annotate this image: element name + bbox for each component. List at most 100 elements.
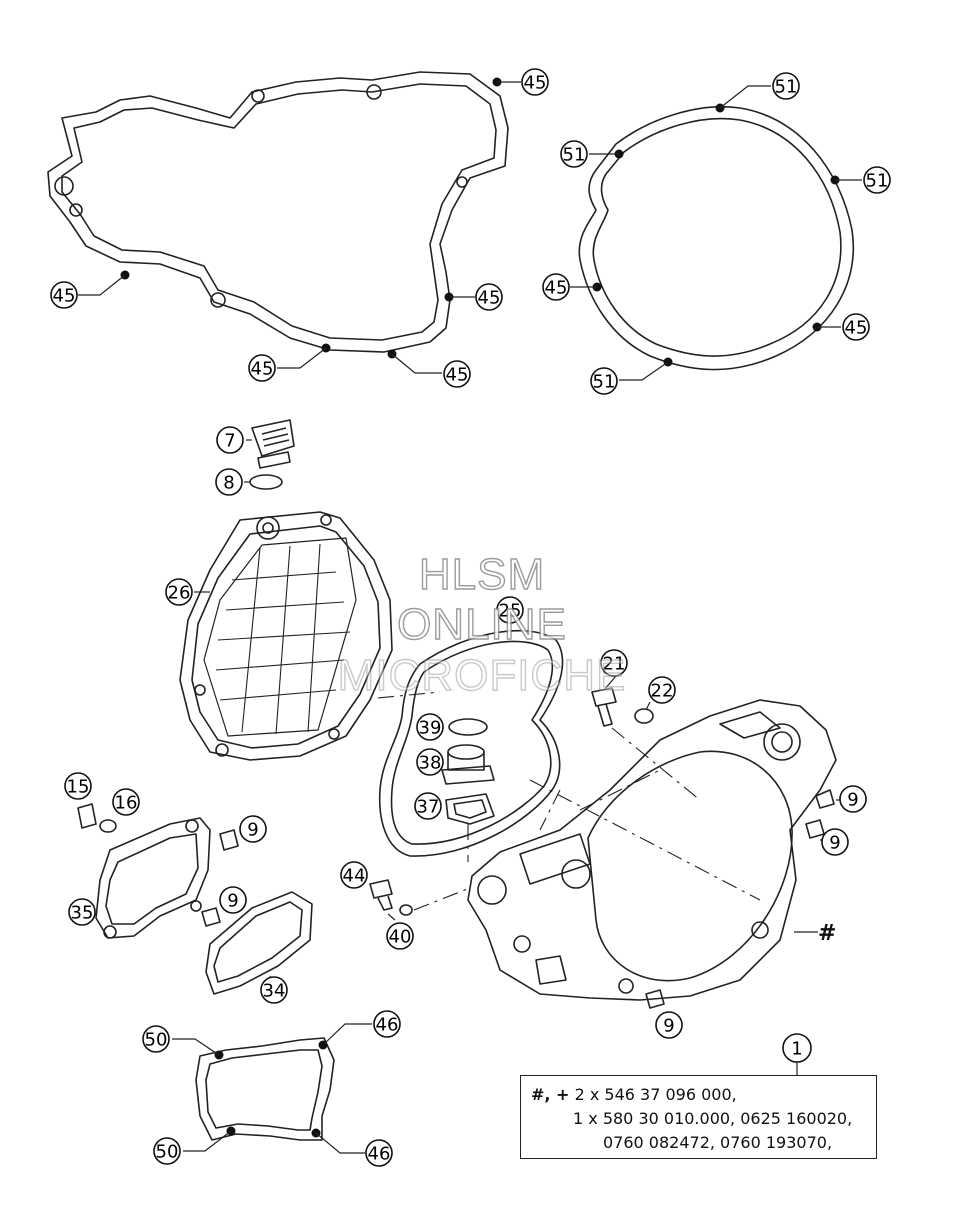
svg-text:35: 35 [71,903,94,924]
callout-9-c: 9 [239,815,267,843]
svg-text:34: 34 [263,981,286,1002]
dowel-pin-9-a [815,789,835,809]
callout-45-c: 45 [475,283,503,311]
oring-part-39 [448,718,488,736]
svg-text:45: 45 [251,359,274,380]
callout-9-b: 9 [821,828,849,856]
svg-text:51: 51 [775,77,798,98]
callout-51-c: 51 [863,166,891,194]
svg-text:25: 25 [499,601,522,622]
dowel-pin-9-e [645,989,665,1009]
svg-text:39: 39 [419,718,442,739]
svg-text:8: 8 [223,473,234,494]
callouts: 45 45 45 45 45 51 51 51 45 45 51 7 8 26 … [50,68,891,1167]
callout-25: 25 [496,596,524,624]
svg-text:50: 50 [145,1030,168,1051]
crankcase-gasket-left [47,71,509,353]
oring-part-16 [99,819,117,833]
callout-46-a: 46 [373,1010,401,1038]
watermark-line-2: ONLINE [396,599,567,649]
washer-part-40 [399,904,413,916]
outer-clutch-cover-26 [179,511,393,761]
callout-51-b: 51 [560,140,588,168]
svg-text:51: 51 [563,145,586,166]
svg-text:9: 9 [663,1016,674,1037]
callout-44: 44 [340,861,368,889]
svg-text:9: 9 [829,833,840,854]
svg-text:45: 45 [446,365,469,386]
svg-text:51: 51 [593,372,616,393]
svg-text:45: 45 [53,286,76,307]
callout-51-d: 51 [590,367,618,395]
svg-text:46: 46 [376,1015,399,1036]
watermark-line-1: HLSM [418,549,546,599]
callout-34: 34 [260,976,288,1004]
callout-22: 22 [648,676,676,704]
callout-16: 16 [112,788,140,816]
callout-45-f: 45 [542,273,570,301]
svg-text:51: 51 [866,171,889,192]
svg-text:9: 9 [247,820,258,841]
svg-text:46: 46 [368,1144,391,1165]
svg-text:16: 16 [115,793,138,814]
callout-46-b: 46 [365,1139,393,1167]
callout-40: 40 [386,922,414,950]
svg-text:21: 21 [603,654,626,675]
callout-45-g: 45 [842,313,870,341]
callout-45-a: 45 [521,68,549,96]
screw-part-44 [369,879,393,911]
callout-7: 7 [216,426,244,454]
clutch-gasket-right [578,105,854,371]
dowel-pin-9-d [201,907,221,927]
svg-text:9: 9 [227,891,238,912]
callout-8: 8 [215,468,243,496]
svg-text:15: 15 [67,777,90,798]
callout-9-a: 9 [839,785,867,813]
svg-text:37: 37 [417,797,440,818]
svg-text:45: 45 [545,278,568,299]
kit-line-3: 0760 082472, 0760 193070, [603,1133,833,1152]
callout-38: 38 [416,748,444,776]
kit-line-1: #, + 2 x 546 37 096 000, [531,1085,737,1104]
callout-21: 21 [600,649,628,677]
svg-text:22: 22 [651,681,674,702]
dowel-pin-9-c [219,829,239,851]
callout-45-b: 45 [50,281,78,309]
gasket-part-37 [445,793,495,825]
svg-text:1: 1 [791,1039,802,1060]
callout-15: 15 [64,772,92,800]
water-pump-cover-35 [95,817,211,939]
callout-35: 35 [68,898,96,926]
water-pump-gasket-34 [205,891,313,995]
watermark-line-3: MICROFICHE [337,650,627,700]
callout-37: 37 [414,792,442,820]
svg-text:45: 45 [524,73,547,94]
inner-cover-gasket-25 [378,629,564,857]
callout-9-d: 9 [219,886,247,914]
callout-9-e: 9 [655,1011,683,1039]
washer-part-22 [634,708,654,724]
svg-text:45: 45 [478,288,501,309]
oring-part-8 [249,474,283,490]
kit-line-2: 1 x 580 30 010.000, 0625 160020, [573,1109,853,1128]
kit-line-1-text: 2 x 546 37 096 000, [574,1085,737,1104]
svg-text:9: 9 [847,790,858,811]
hash-marker: # [818,921,836,946]
callout-50-a: 50 [142,1025,170,1053]
plug-part-7 [251,419,295,469]
svg-text:38: 38 [419,753,442,774]
svg-text:50: 50 [156,1142,179,1163]
kit-symbols: #, + [531,1085,570,1104]
callout-45-d: 45 [248,354,276,382]
seal-part-38 [441,744,495,785]
callout-50-b: 50 [153,1137,181,1165]
callout-45-e: 45 [443,360,471,388]
kit-contents-box: #, + 2 x 546 37 096 000, 1 x 580 30 010.… [520,1075,877,1159]
svg-text:7: 7 [224,431,235,452]
svg-text:26: 26 [168,583,191,604]
svg-text:45: 45 [845,318,868,339]
gasket-part-50-46 [195,1037,335,1141]
callout-39: 39 [416,713,444,741]
callout-1: 1 [782,1033,812,1063]
svg-text:40: 40 [389,927,412,948]
